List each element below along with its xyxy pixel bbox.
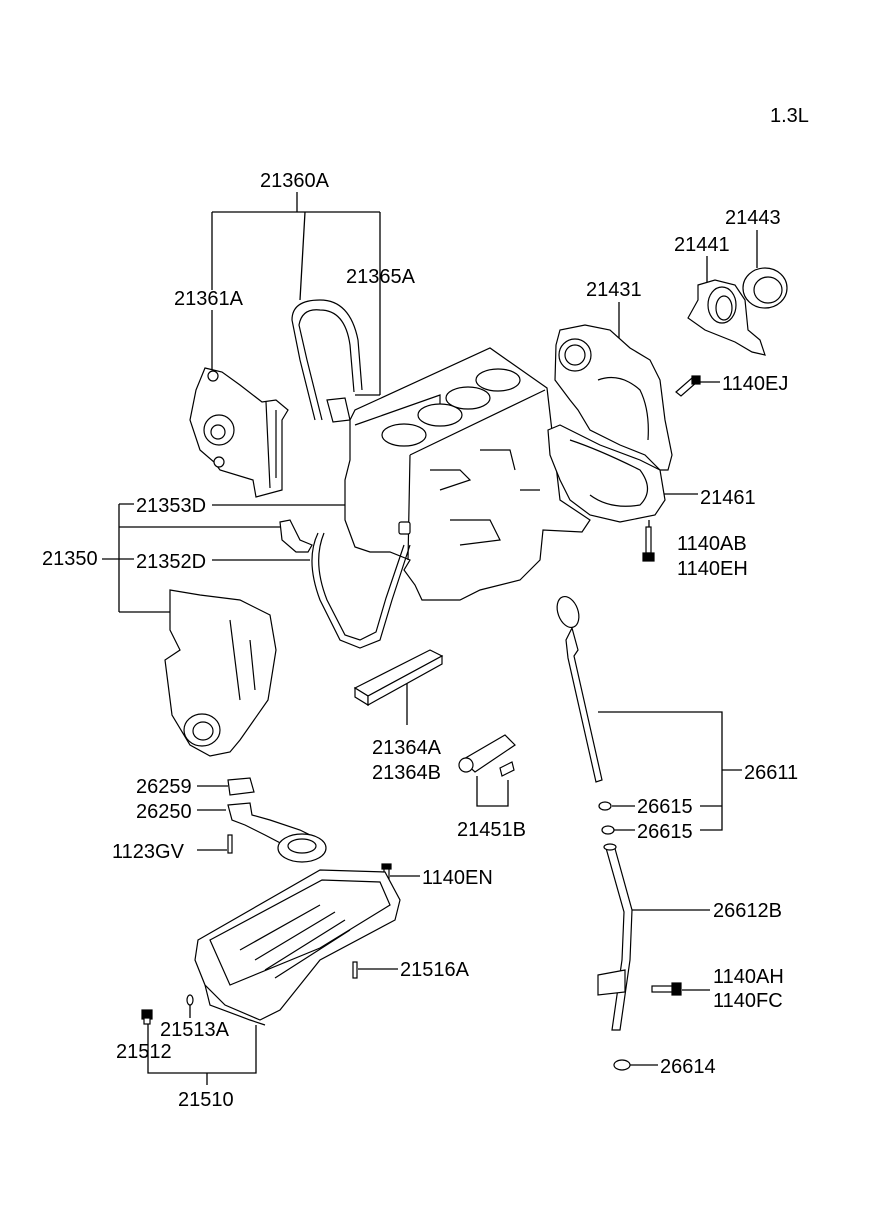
part-label-1140AB[interactable]: 1140AB [677, 533, 747, 555]
engine-size-label: 1.3L [770, 105, 809, 127]
oil-pan-part[interactable] [194, 869, 401, 1026]
oil-level-guide-part[interactable] [597, 843, 633, 1031]
part-label-21365A[interactable]: 21365A [346, 266, 416, 288]
rear-plate-part[interactable] [554, 324, 673, 471]
part-label-21510[interactable]: 21510 [178, 1089, 234, 1111]
oil-seal-case-part[interactable] [687, 279, 766, 356]
oil-seal-part[interactable] [742, 267, 788, 309]
part-label-1140EJ[interactable]: 1140EJ [722, 373, 788, 395]
bolt-1140AH-part[interactable] [651, 982, 682, 996]
oil-screen-part[interactable] [227, 802, 327, 863]
part-label-21431[interactable]: 21431 [586, 279, 642, 301]
drain-gasket-part[interactable] [186, 994, 194, 1006]
seal-plate-part[interactable] [547, 424, 666, 523]
part-label-21353D[interactable]: 21353D [136, 495, 206, 517]
part-label-21361A[interactable]: 21361A [174, 288, 244, 310]
part-label-1123GV[interactable]: 1123GV [112, 841, 185, 863]
sealant-tube-part[interactable] [458, 734, 516, 777]
part-label-26250[interactable]: 26250 [136, 801, 192, 823]
timing-cover-lower-part[interactable] [164, 589, 277, 757]
cover-gasket-part[interactable] [291, 299, 363, 423]
part-label-21352D[interactable]: 21352D [136, 551, 206, 573]
gasket-21353D-part[interactable] [279, 519, 313, 553]
bolt-1140EJ-part[interactable] [675, 375, 701, 397]
part-label-26611[interactable]: 26611 [744, 762, 798, 784]
part-label-21512[interactable]: 21512 [116, 1041, 172, 1063]
part-label-21443[interactable]: 21443 [725, 207, 781, 229]
bolt-1123GV-part[interactable] [227, 834, 233, 854]
part-label-21364B[interactable]: 21364B [372, 762, 441, 784]
o-ring-26615-part[interactable] [598, 801, 615, 835]
part-label-21441[interactable]: 21441 [674, 234, 730, 256]
oil-level-gauge-part[interactable] [553, 594, 603, 783]
part-label-1140AH[interactable]: 1140AH [713, 966, 784, 988]
timing-cover-upper-part[interactable] [189, 367, 289, 498]
gasket-21352D-part[interactable] [311, 532, 411, 649]
part-label-21360A[interactable]: 21360A [260, 170, 330, 192]
part-label-21451B[interactable]: 21451B [457, 819, 526, 841]
o-ring-26614-part[interactable] [613, 1059, 631, 1071]
part-label-26615-lower[interactable]: 26615 [637, 821, 693, 843]
part-label-21516A[interactable]: 21516A [400, 959, 470, 981]
bolt-21516A-part[interactable] [352, 961, 358, 979]
part-label-1140EN[interactable]: 1140EN [422, 867, 493, 889]
part-label-26615-upper[interactable]: 26615 [637, 796, 693, 818]
part-label-21461[interactable]: 21461 [700, 487, 756, 509]
part-label-26259[interactable]: 26259 [136, 776, 192, 798]
part-label-26614[interactable]: 26614 [660, 1056, 716, 1078]
cylinder-block-part[interactable] [344, 347, 591, 601]
seal-strip-part[interactable] [353, 649, 444, 707]
part-label-21364A[interactable]: 21364A [372, 737, 442, 759]
drain-plug-part[interactable] [141, 1009, 153, 1025]
gasket-26259-part[interactable] [227, 777, 255, 796]
part-label-21513A[interactable]: 21513A [160, 1019, 230, 1041]
part-label-1140FC[interactable]: 1140FC [713, 990, 783, 1012]
part-label-26612B[interactable]: 26612B [713, 900, 782, 922]
part-label-1140EH[interactable]: 1140EH [677, 558, 748, 580]
part-label-21350[interactable]: 21350 [42, 548, 98, 570]
bolt-1140AB-part[interactable] [642, 526, 655, 562]
